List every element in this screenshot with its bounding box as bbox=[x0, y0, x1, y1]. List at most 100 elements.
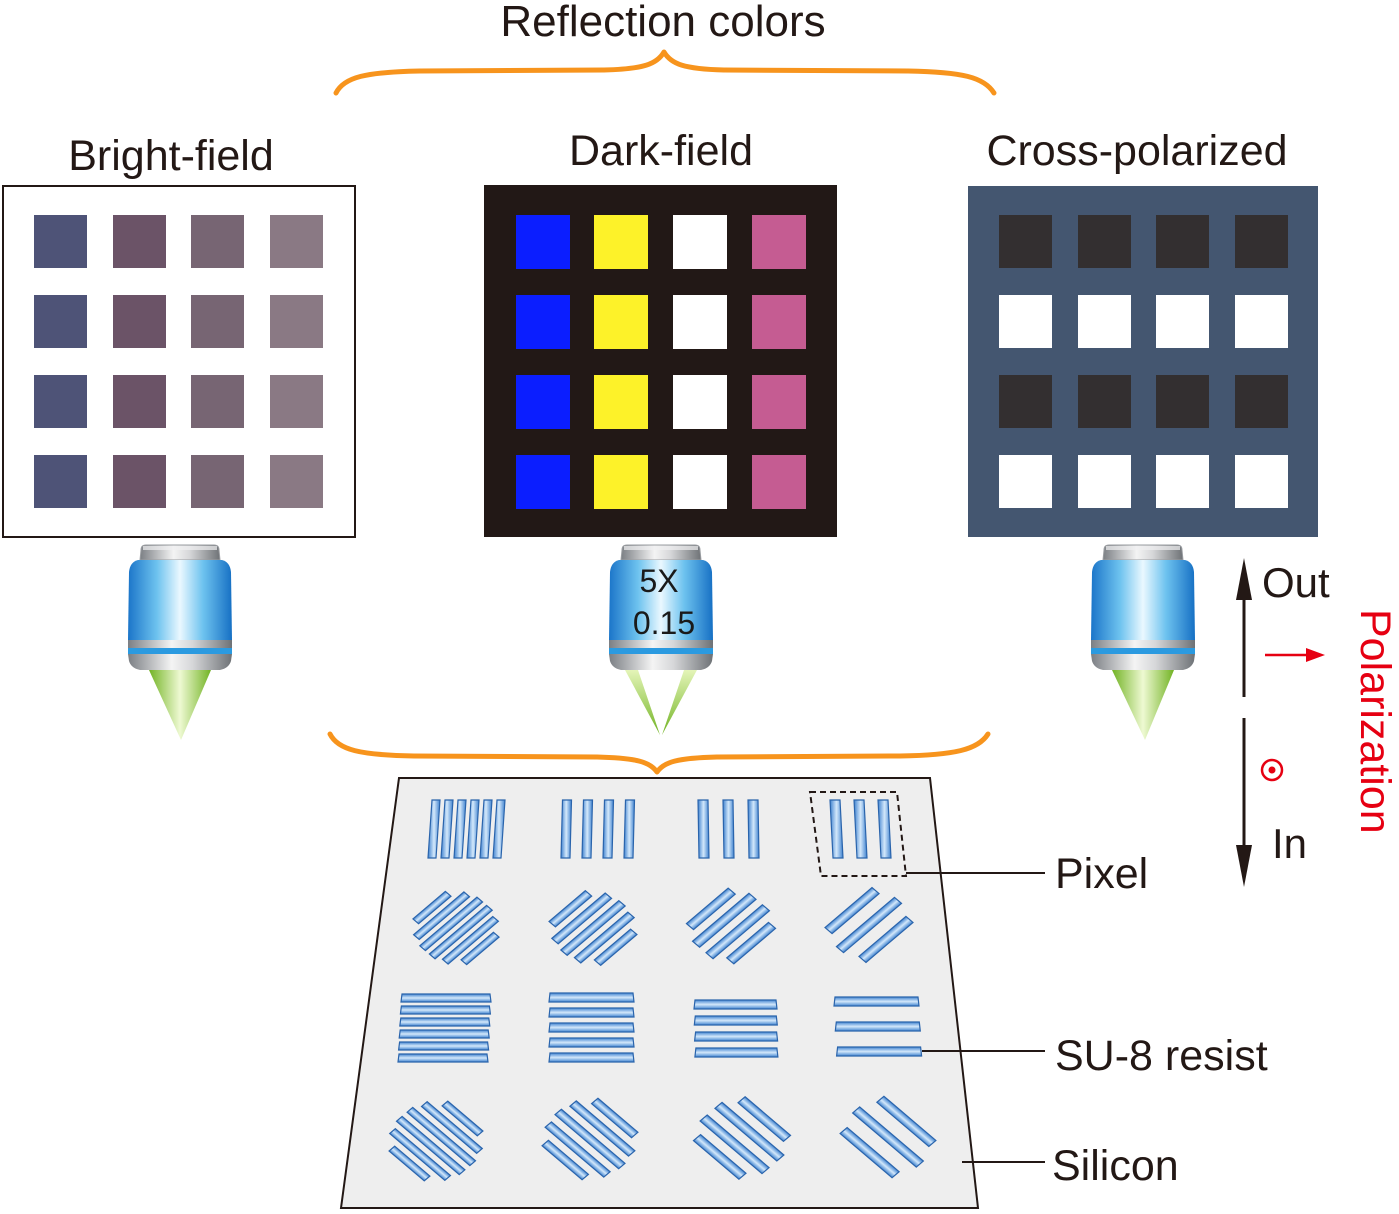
color-square-r4-c1 bbox=[999, 455, 1052, 508]
color-square-r3-c4 bbox=[752, 375, 806, 429]
resist-bar bbox=[592, 1098, 638, 1137]
color-square-r3-c4 bbox=[1235, 375, 1288, 428]
resist-bar bbox=[835, 1046, 923, 1057]
pixel-r4-c1 bbox=[375, 1089, 496, 1192]
silicon-label: Silicon bbox=[1052, 1142, 1179, 1190]
cross-polarized-label: Cross-polarized bbox=[986, 127, 1287, 175]
color-square-r1-c1 bbox=[516, 215, 570, 269]
resist-bar bbox=[697, 799, 710, 859]
color-square-r4-c4 bbox=[1235, 455, 1288, 508]
resist-bar bbox=[829, 799, 844, 859]
color-square-r2-c3 bbox=[191, 295, 244, 348]
bottom-brace bbox=[327, 731, 991, 775]
resist-bar bbox=[440, 799, 454, 859]
resist-bar bbox=[545, 1122, 610, 1177]
pixel-r3-c2 bbox=[548, 992, 635, 1063]
resist-bar bbox=[389, 1146, 430, 1181]
resist-bar bbox=[407, 1107, 475, 1165]
pixel-r2-c1 bbox=[401, 881, 512, 975]
resist-bar bbox=[548, 992, 635, 1003]
resist-bar bbox=[715, 1102, 784, 1161]
resist-bar bbox=[542, 1140, 588, 1179]
resist-bar bbox=[399, 1005, 492, 1015]
color-square-r1-c3 bbox=[1156, 215, 1209, 268]
silicon-substrate bbox=[339, 777, 980, 1209]
resist-bar bbox=[422, 1102, 483, 1154]
resist-bar bbox=[466, 799, 480, 859]
resist-bar bbox=[693, 1015, 778, 1026]
resist-bar bbox=[442, 1101, 483, 1136]
cross-polarized-squares bbox=[999, 215, 1288, 508]
color-square-r3-c3 bbox=[673, 375, 727, 429]
color-square-r2-c1 bbox=[516, 295, 570, 349]
sample: Pixel SU-8 resist Silicon bbox=[339, 777, 1268, 1209]
color-square-r4-c1 bbox=[516, 455, 570, 509]
resist-bar bbox=[853, 799, 868, 859]
diagram-title: Reflection colors bbox=[500, 0, 825, 46]
color-square-r1-c2 bbox=[113, 215, 166, 268]
color-square-r4-c2 bbox=[594, 455, 648, 509]
color-square-r2-c1 bbox=[999, 295, 1052, 348]
pixel-r2-c3 bbox=[679, 882, 783, 970]
color-square-r1-c4 bbox=[1235, 215, 1288, 268]
resist-bar bbox=[399, 1017, 491, 1027]
cross-polarized-panel bbox=[968, 186, 1318, 537]
objective-bright-field bbox=[127, 544, 233, 740]
pixel-label: Pixel bbox=[1055, 850, 1148, 898]
pixel-r4-c4 bbox=[834, 1091, 941, 1182]
pixel-r2-c2 bbox=[538, 881, 648, 974]
resist-bar bbox=[397, 1053, 489, 1063]
in-label: In bbox=[1272, 820, 1307, 867]
out-arrow-head-icon bbox=[1236, 558, 1252, 600]
bright-field-label: Bright-field bbox=[68, 132, 274, 180]
resist-bar bbox=[574, 912, 634, 963]
color-square-r4-c4 bbox=[752, 455, 806, 509]
resist-bar bbox=[833, 996, 920, 1007]
resist-bar bbox=[693, 1031, 779, 1042]
color-square-r2-c4 bbox=[752, 295, 806, 349]
bright-field-illumination-cone bbox=[149, 670, 211, 740]
resist-bar bbox=[548, 1037, 635, 1048]
polarization-indicator: Out In Polarization bbox=[1236, 558, 1399, 887]
color-square-r3-c1 bbox=[999, 375, 1052, 428]
out-label: Out bbox=[1262, 559, 1330, 606]
pixel-r4-c3 bbox=[685, 1090, 799, 1186]
polarization-out-of-plane-dot-icon bbox=[1268, 766, 1276, 774]
color-square-r3-c2 bbox=[1078, 375, 1131, 428]
color-square-r4-c3 bbox=[191, 455, 244, 508]
pixel-r1-c2 bbox=[560, 799, 636, 859]
resist-bar bbox=[834, 1021, 921, 1032]
color-square-r2-c4 bbox=[1235, 295, 1288, 348]
resist-bar bbox=[414, 892, 470, 940]
resist-bar bbox=[561, 901, 625, 956]
resist-bar bbox=[570, 1101, 635, 1156]
resist-bar bbox=[397, 1041, 490, 1051]
resist-bar bbox=[859, 916, 913, 962]
color-square-r1-c2 bbox=[1078, 215, 1131, 268]
objective-magnification: 5X bbox=[639, 563, 678, 599]
color-square-r2-c1 bbox=[34, 295, 87, 348]
su8-gratings bbox=[375, 799, 941, 1193]
pixel-outline bbox=[808, 791, 908, 877]
resist-bar bbox=[700, 1115, 769, 1174]
in-arrow-head-icon bbox=[1236, 845, 1252, 887]
resist-bar bbox=[390, 1129, 451, 1181]
color-square-r4-c1 bbox=[34, 455, 87, 508]
resist-bar bbox=[492, 799, 506, 859]
polarization-arrow-head-icon bbox=[1306, 648, 1325, 662]
resist-bar bbox=[738, 1097, 791, 1142]
resist-bar bbox=[694, 1047, 779, 1058]
resist-bar bbox=[442, 916, 498, 964]
objective-lens-icon bbox=[1090, 544, 1196, 671]
polarization-label: Polarization bbox=[1351, 609, 1399, 834]
resist-bar bbox=[549, 891, 592, 927]
resist-label: SU-8 resist bbox=[1055, 1032, 1268, 1080]
dark-field-label: Dark-field bbox=[569, 127, 753, 175]
dark-field-panel bbox=[484, 185, 837, 537]
resist-bar bbox=[548, 1007, 635, 1018]
pixel-r1-c4 bbox=[829, 799, 892, 859]
resist-bar bbox=[853, 1107, 924, 1167]
resist-bar bbox=[427, 799, 441, 859]
pixel-r3-c1 bbox=[397, 993, 492, 1063]
